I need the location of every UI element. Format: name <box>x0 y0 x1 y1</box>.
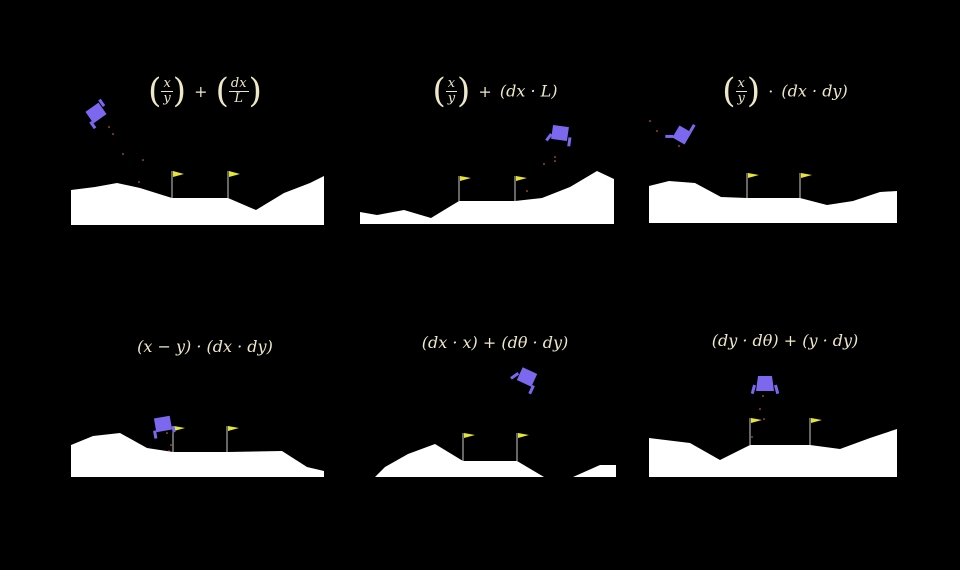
flag-left <box>464 433 475 438</box>
flag-right <box>229 171 240 177</box>
terrain <box>360 171 614 224</box>
terrain <box>649 181 897 223</box>
flag-left <box>748 173 759 178</box>
flag-left <box>174 426 185 431</box>
flag-right <box>228 426 239 431</box>
flag-right <box>516 176 527 181</box>
flag-left <box>460 176 471 181</box>
terrain <box>375 444 616 477</box>
flag-right <box>801 173 812 178</box>
episode-panel-bottom-middle: (dx · x) + (dθ · dy) <box>350 320 640 570</box>
episode-panel-bottom-right: (dy · dθ) + (y · dy) <box>640 320 930 570</box>
terrain <box>71 433 324 477</box>
terrain <box>71 176 324 225</box>
reward-formula: (dx · x) + (dθ · dy) <box>421 333 569 352</box>
game-scene <box>375 367 616 477</box>
game-scene <box>360 124 614 224</box>
lander <box>545 124 572 147</box>
lander <box>750 376 780 395</box>
episode-panel-bottom-left: (x − y) · (dx · dy) <box>60 320 350 570</box>
flag-left <box>751 418 762 423</box>
lander <box>510 367 538 395</box>
lander <box>153 415 176 439</box>
flag-right <box>811 418 822 423</box>
game-scene <box>649 120 897 223</box>
flag-right <box>518 433 529 438</box>
game-scene <box>649 376 897 477</box>
game-scene <box>71 98 324 225</box>
terrain <box>649 429 897 477</box>
game-scene <box>71 415 324 477</box>
reward-formula: (dy · dθ) + (y · dy) <box>711 331 859 350</box>
exhaust-particles <box>108 126 144 183</box>
flag-left <box>173 171 184 177</box>
reward-formula: (x − y) · (dx · dy) <box>137 337 273 356</box>
lander <box>665 124 696 145</box>
lander <box>85 98 107 130</box>
